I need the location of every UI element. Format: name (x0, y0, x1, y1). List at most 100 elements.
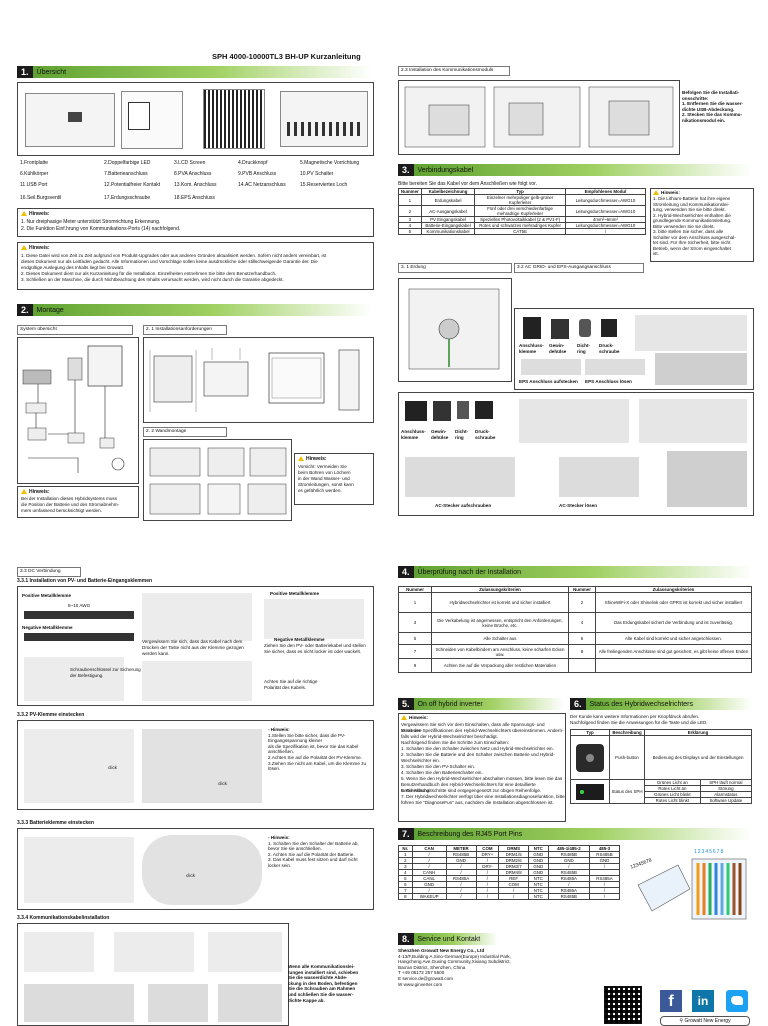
facebook-icon[interactable]: f (660, 990, 682, 1012)
ac-cable-drawing (639, 399, 747, 443)
note-line: - Hinweis: (268, 727, 290, 732)
warning-icon (21, 489, 27, 495)
cover-drawing (148, 984, 208, 1022)
battery-terminal-figure: click - Hinweis: 1. Schalten Sie den Sch… (17, 828, 374, 910)
connector-part-icon (601, 319, 617, 337)
part-label: 18.EPS Anschluss (174, 195, 215, 201)
positive-terminal-drawing (24, 611, 134, 619)
hint-line: 1. Diese Datei wird von Zeit zu Zeit auf… (21, 253, 327, 258)
part-label: Anschluss-klemme (519, 343, 544, 354)
pull-test-drawing (264, 599, 364, 639)
section-title: Übersicht (36, 68, 67, 76)
ac-label: AC-Stecker aufschrauben (435, 503, 492, 508)
part-label: 16.Seil.Burgsventil (20, 195, 62, 201)
step-line: 3. Schalten Sie den PV-Schalter ein. (401, 764, 476, 769)
step-line: dichte USB-Abdeckung. (682, 106, 735, 112)
eps-label: EPS Anschluss aufstecken (519, 379, 578, 384)
table-cell: AC-Ausgangskabel (420, 205, 476, 217)
eps-connector-drawing (585, 359, 645, 375)
table-header: Kabelbezeichnung (420, 188, 476, 195)
cable-hint-box: Hinweis: 1. Die Lithium-Batterie hat ihr… (650, 188, 754, 262)
part-label: 12.Potentialfreier Kontakt (104, 182, 161, 188)
led-icon-cell (570, 779, 610, 804)
negative-terminal-drawing (24, 633, 134, 641)
section-number: 7. (398, 828, 414, 840)
step-line: onsschritte: (682, 95, 709, 101)
click-label: click (218, 781, 227, 786)
note-line: tungen installiert sind, schieben (288, 969, 359, 975)
table-cell: Software Update (699, 797, 753, 804)
section-8-header: 8. Service und Kontakt (398, 933, 498, 945)
note-line: Vergewissern Sie sich, dass das Kabel na… (142, 639, 243, 644)
table-cell: 2 (398, 205, 422, 217)
section-1-header: 1. Übersicht (17, 66, 372, 78)
inverter-ac-photo (667, 451, 747, 507)
comm-module-steps (404, 86, 674, 148)
part-label: Dicht-ring (577, 343, 591, 354)
note-line: als die Spezifikation ist, bevor Sie das… (268, 743, 359, 755)
note-line: Sie sicher, dass es nicht locker ist ode… (264, 649, 362, 654)
search-icon: ⚲ (679, 1018, 684, 1024)
note-line: locker sein. (268, 862, 292, 868)
table-cell: Batterie-Eingangskabel (420, 222, 476, 229)
address-line: Bao'an District, Shenzhen, China (398, 964, 466, 970)
step-line: 2. Stecken Sie das Kommu- (682, 112, 742, 118)
part-label: 11.USB Port (20, 182, 48, 188)
website-link[interactable]: W www.ginverter.com (398, 981, 443, 987)
installation-requirements-figure (143, 337, 374, 423)
hint-line: ist. (653, 251, 659, 256)
part-label: 15.Reserviertes Loch (300, 182, 348, 188)
hint-line: 3. bitte stellen Sie sicher, dass alle (653, 229, 724, 234)
crimp-drawing (142, 593, 252, 641)
part-label: Gewin-dehülse (549, 343, 567, 354)
section-title: Service und Kontakt (417, 935, 481, 943)
hint-title: Hinweis: (306, 456, 327, 462)
connector-part-icon (523, 317, 541, 339)
hint-box-1: Hinweis: 1. Nur dreiphasige Meter unters… (17, 208, 374, 237)
linkedin-icon[interactable]: in (692, 990, 714, 1012)
social-search-bar[interactable]: ⚲ Growatt New Energy (660, 1016, 750, 1026)
rj45-insert-drawing (114, 932, 194, 972)
section-title: Überprüfung nach der Installation (417, 568, 522, 576)
subsection-3-3-2: 3.3.2 PV-Klemme einstecken (17, 712, 85, 718)
step-line: 1. Schalten Sie den Schalter zwischen Ne… (401, 746, 554, 751)
table-cell: Schneiden von Kabelbindern am Anschluss,… (431, 644, 569, 659)
part-label: Druck-schraube (599, 343, 620, 354)
hint-line: Bei der Installation dieses Hybridsystem… (21, 496, 117, 501)
section-number: 1. (17, 66, 33, 78)
connector-part-icon (457, 401, 469, 419)
part-label: Dicht-ring (455, 429, 469, 440)
grounding-figure (398, 278, 512, 382)
note-line: 3. Das Kabel muss fest sitzen und darf n… (268, 857, 358, 863)
note-line: Achten Sie auf die richtige (264, 679, 318, 684)
step-line: nikationsmodul ein. (682, 117, 726, 123)
warning-icon (21, 211, 27, 217)
note-line: der Befestigung. (70, 673, 104, 678)
twitter-icon[interactable] (726, 990, 748, 1012)
table-cell: WAKEUP (411, 893, 447, 900)
ac-plug-drawing (559, 457, 639, 497)
table-cell: Alle freiliegenden Anschlüsse sind gut g… (595, 644, 752, 659)
note-line: 2. Achten Sie auf die Polarität der Batt… (268, 851, 355, 857)
part-label: Gewin-dehülse (431, 429, 449, 440)
table-cell: Fünf oder drei verschiedenfarbige mehrad… (474, 205, 566, 217)
grounding-drawing (408, 288, 500, 370)
table-cell: Erdungskabel (420, 194, 476, 206)
section-title: On off hybrid inverter (417, 700, 483, 708)
step-line: 5. Wenn Sie den Hybrid-Wechselrichter ab… (401, 776, 563, 781)
table-cell: CAT5E (474, 228, 566, 235)
comm-steps-text: Befolgen Sie die Installati- onsschritte… (682, 90, 752, 124)
hint-line: 1. Die Lithium-Batterie hat ihre eigene (653, 196, 731, 201)
system-hint-box: Hinweis: Bei der Installation dieses Hyb… (17, 486, 139, 518)
note-line: 2.Achten Sie auf die Polarität der PV-Kl… (268, 754, 362, 760)
email-link[interactable]: E service.de@growatt.com (398, 975, 453, 981)
table-cell: 8 (568, 644, 596, 659)
subsection-3-3-4: 3.3.4 Kommunikationskabelinstallation (17, 915, 110, 921)
